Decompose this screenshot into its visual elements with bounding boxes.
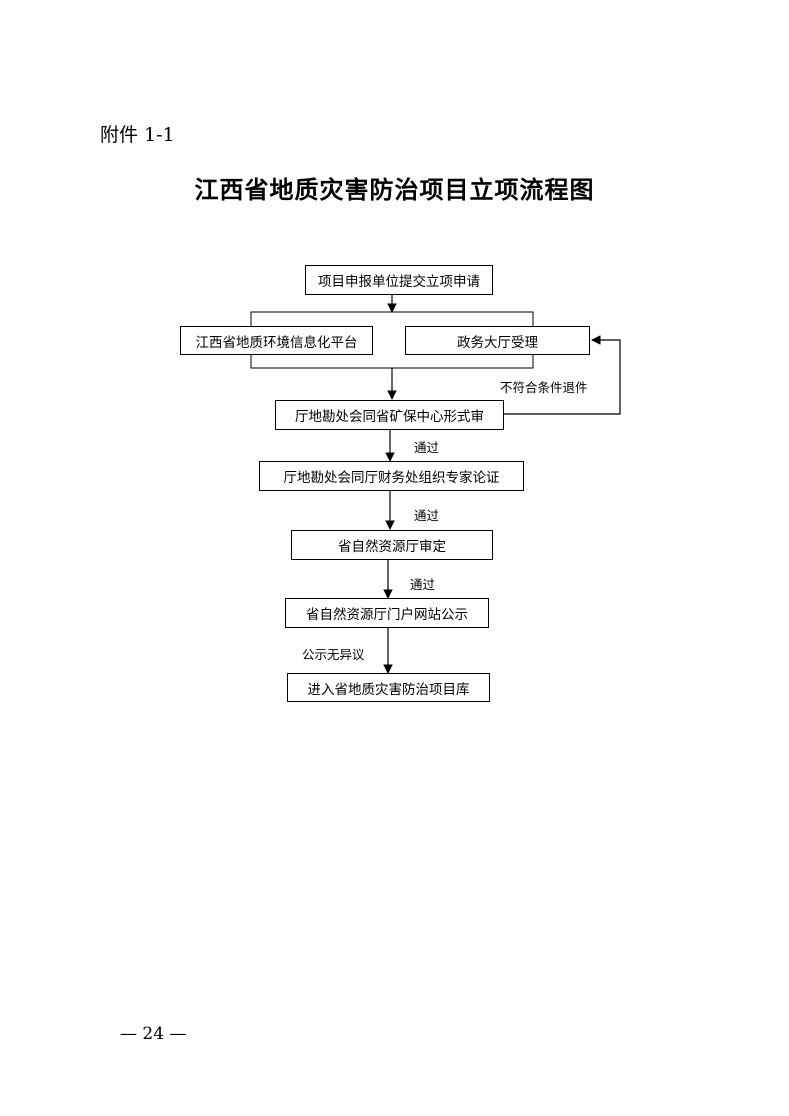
attachment-label: 附件 1-1 — [100, 124, 175, 146]
label-reject: 不符合条件退件 — [500, 380, 588, 395]
node-department-review: 省自然资源厅审定 — [291, 530, 493, 560]
node-project-library: 进入省地质灾害防治项目库 — [287, 673, 490, 702]
node-expert-review: 厅地勘处会同厅财务处组织专家论证 — [259, 461, 524, 491]
label-no-objection: 公示无异议 — [302, 647, 365, 662]
node-submit-application: 项目申报单位提交立项申请 — [305, 265, 493, 295]
arrow-reject-loop — [504, 335, 621, 415]
bracket-top — [250, 311, 534, 326]
page-number: — 24 — — [120, 1024, 187, 1044]
node-formal-review: 厅地勘处会同省矿保中心形式审 — [275, 400, 504, 430]
bracket-bottom — [250, 354, 534, 369]
label-pass-2: 通过 — [414, 508, 440, 523]
label-pass-1: 通过 — [414, 440, 440, 455]
node-info-platform: 江西省地质环境信息化平台 — [180, 326, 373, 355]
page-title: 江西省地质灾害防治项目立项流程图 — [194, 175, 595, 204]
node-government-hall: 政务大厅受理 — [405, 326, 590, 355]
label-pass-3: 通过 — [410, 577, 436, 592]
node-publicity: 省自然资源厅门户网站公示 — [285, 598, 489, 628]
